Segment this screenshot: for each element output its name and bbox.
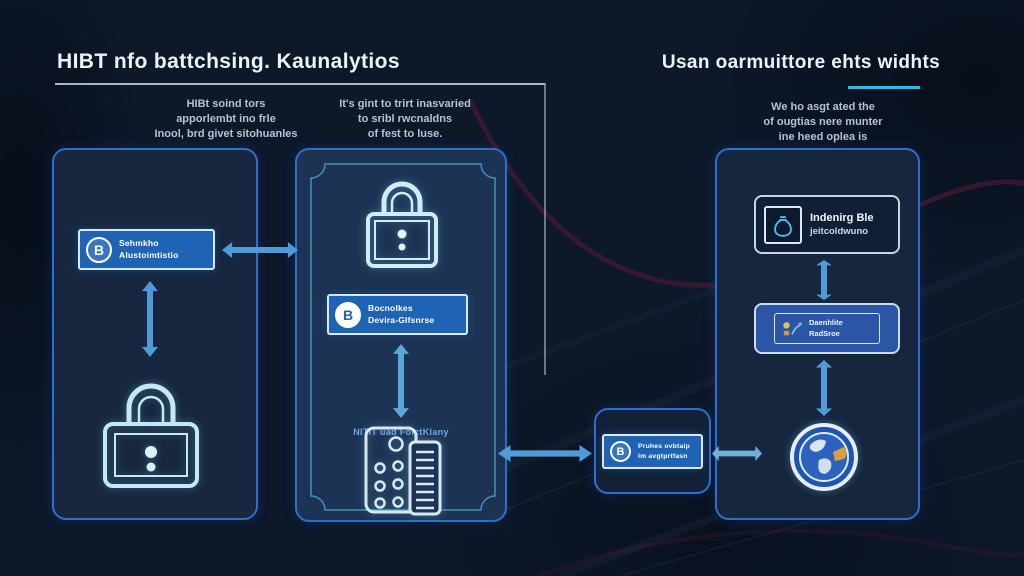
- row-title: Indenirg Ble: [810, 212, 874, 225]
- caption-line: We ho asgt ated the: [771, 101, 875, 113]
- horizontal-double-arrow: [498, 445, 592, 462]
- indexing-row-button[interactable]: Indenirg Ble jeitcoldwuno: [754, 195, 900, 254]
- padlock-icon: [103, 383, 199, 488]
- left-title-underline: [55, 83, 545, 85]
- bridge-chip-button[interactable]: B Pruhes ovbtaip Im avgtprtfasn: [602, 434, 703, 469]
- caption-line: HIBt soind tors: [186, 98, 266, 110]
- right-flow-panel: Brit Indenirg Ble jeitcoldwuno Dae: [715, 148, 920, 520]
- vertical-double-arrow: [393, 344, 409, 418]
- caption-line: Inool, brd givet sitohuanles: [154, 127, 298, 140]
- bitcoin-icon: B: [335, 301, 361, 328]
- chip-label-line: Im avgtprtfasn: [638, 452, 688, 460]
- bitcoin-icon: B: [86, 236, 112, 263]
- security-chip-button[interactable]: B Bocnolkes Devira-Glfsnrse: [327, 294, 468, 335]
- bitcoin-icon: B: [610, 441, 631, 462]
- chip-label-line: Alustoimtistio: [119, 249, 179, 260]
- right-column-caption: We ho asgt ated the of ougtias nere munt…: [710, 100, 936, 145]
- caption-line: It's gint to trirt inasvaried: [339, 98, 471, 110]
- horizontal-double-arrow: [222, 242, 298, 258]
- right-title-accent-underline: [848, 86, 920, 89]
- horizontal-double-arrow: [712, 445, 762, 462]
- chip-label-line: Sehmkho: [119, 238, 159, 249]
- users-icon: [783, 321, 803, 335]
- vertical-double-arrow: [816, 260, 832, 300]
- wallet-chip-button[interactable]: B Sehmkho Alustoimtistio: [78, 229, 215, 270]
- caption-line: apporlembt ino frle: [176, 112, 276, 125]
- padlock-icon: [366, 181, 438, 268]
- row-title: Daenhlite: [809, 318, 843, 328]
- left-column-caption: HIBt soind tors apporlembt ino frle Inoo…: [108, 97, 344, 142]
- chip-label-line: Pruhes ovbtaip: [638, 443, 690, 451]
- chip-label-line: Bocnolkes: [368, 303, 413, 314]
- caption-line: ine heed oplea is: [778, 130, 868, 143]
- hardware-wallet-icon: [364, 426, 442, 516]
- middle-column-caption: It's gint to trirt inasvaried to sribl r…: [292, 97, 518, 142]
- caption-line: of ougtias nere munter: [763, 115, 883, 128]
- chip-label-line: Devira-Glfsnrse: [368, 314, 435, 325]
- row-subtitle: RadSroe: [809, 328, 840, 338]
- row-subtitle: jeitcoldwuno: [810, 225, 869, 237]
- left-section-title: HIBT nfo battchsing. Kaunalytios: [57, 50, 400, 73]
- vertical-double-arrow: [816, 360, 832, 416]
- section-divider-line: [544, 83, 546, 375]
- globe-icon: [790, 423, 858, 491]
- caption-line: to sribl rwcnaldns: [357, 112, 453, 125]
- vertical-double-arrow: [142, 281, 158, 357]
- right-section-title: Usan oarmuittore ehts widhts: [661, 52, 941, 73]
- community-row-button[interactable]: Daenhlite RadSroe: [754, 303, 900, 354]
- moneybag-icon: [764, 205, 802, 244]
- caption-line: of fest to luse.: [367, 127, 443, 140]
